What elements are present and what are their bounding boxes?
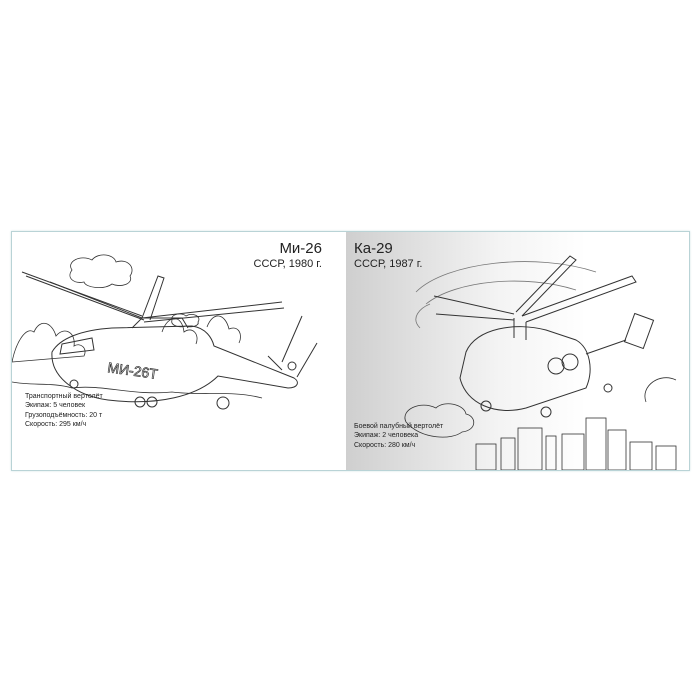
cloud <box>404 403 475 438</box>
mi-26-illustration: МИ-26Т <box>12 254 318 410</box>
origin-label: СССР, 1987 г. <box>354 258 423 270</box>
sun <box>644 377 677 403</box>
spec-payload: Грузоподъёмность: 20 т <box>25 411 103 419</box>
model-title: Ми-26 <box>279 240 322 257</box>
spec-crew: Экипаж: 5 человек <box>25 402 86 410</box>
page-ka-29: Ка-29 СССР, 1987 г. Боевой палубный верт… <box>346 232 689 470</box>
specs-list: Транспортный вертолёт Экипаж: 5 человек … <box>25 392 103 429</box>
fuselage-marking: МИ-26Т <box>107 359 160 382</box>
model-title: Ка-29 <box>354 240 393 257</box>
ka-29-illustration <box>404 255 677 470</box>
fuselage <box>459 312 655 418</box>
rotor-motion-lines <box>415 261 597 329</box>
city-skyline <box>475 417 677 470</box>
spec-type: Боевой палубный вертолёт <box>354 423 444 430</box>
trees <box>12 315 263 399</box>
spec-crew: Экипаж: 2 человека <box>354 432 419 440</box>
origin-label: СССР, 1980 г. <box>253 258 322 270</box>
fuselage <box>51 317 298 410</box>
coloring-book-spread: МИ-26Т Ми-26 СССР, 1980 г. Транспортный … <box>11 231 690 471</box>
page-mi-26: МИ-26Т Ми-26 СССР, 1980 г. Транспортный … <box>12 232 346 470</box>
cloud <box>69 254 133 288</box>
specs-list: Боевой палубный вертолёт Экипаж: 2 челов… <box>354 422 443 450</box>
rotor-blades <box>433 255 637 323</box>
spec-speed: Скорость: 280 км/ч <box>354 441 416 449</box>
main-rotor-blades <box>21 271 285 323</box>
tail-rotor <box>267 315 318 378</box>
spec-speed: Скорость: 295 км/ч <box>25 420 87 428</box>
spec-type: Транспортный вертолёт <box>25 393 103 400</box>
cloud-small <box>171 313 200 328</box>
